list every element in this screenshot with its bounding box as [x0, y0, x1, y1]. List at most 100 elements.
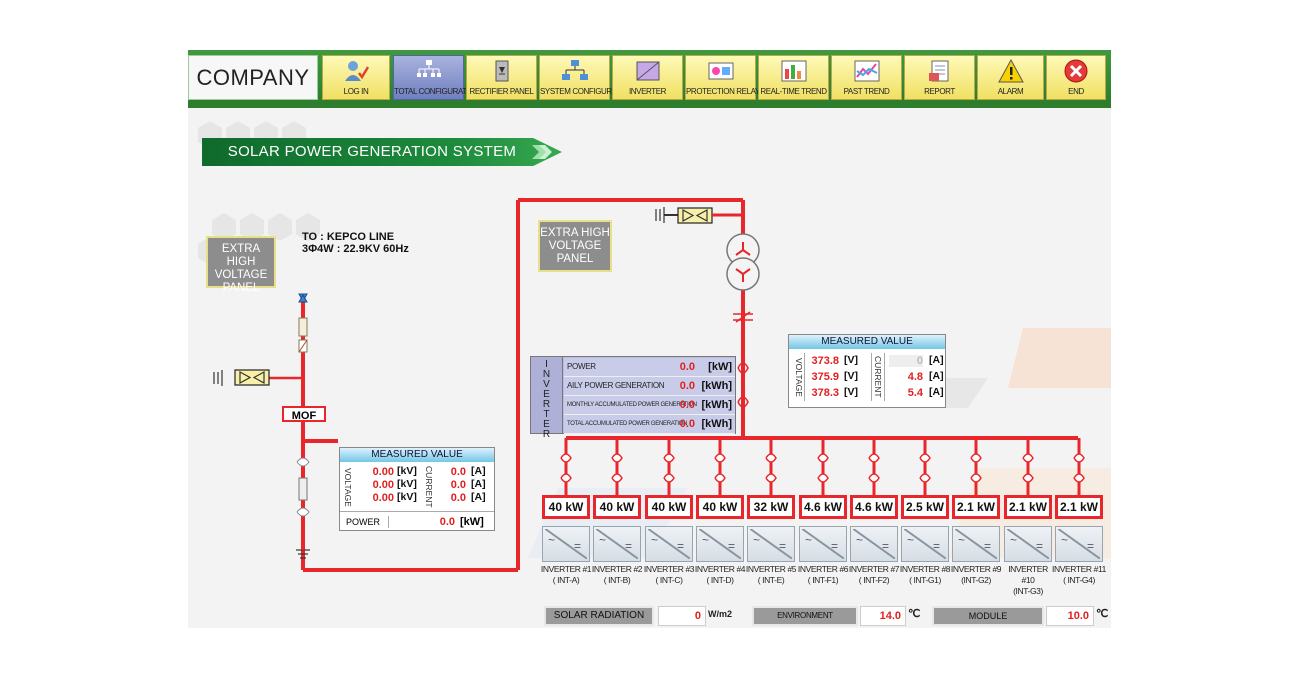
breaker-symbol [1073, 453, 1085, 463]
voltage-unit: [kV] [397, 465, 417, 477]
page-title-banner: SOLAR POWER GENERATION SYSTEM [202, 138, 562, 166]
voltage-unit: [V] [844, 370, 858, 382]
nav-button-rectifier-panel[interactable]: RECTIFIER PANEL [466, 55, 537, 100]
inverter-unit-icon[interactable] [850, 526, 898, 562]
inverter-label: INVERTER #5( INT-E) [744, 564, 798, 586]
breaker-symbol [919, 453, 931, 463]
current-unit: [A] [471, 465, 486, 477]
inverter-label: INVERTER #4( INT-D) [693, 564, 747, 586]
inverter-label: INVERTER #11( INT-G4) [1052, 564, 1106, 586]
inverter-unit-icon[interactable] [747, 526, 795, 562]
inverter-id: ( INT-G1) [909, 575, 941, 585]
inverter-unit-icon[interactable] [901, 526, 949, 562]
inverter-name: INVERTER #9 [950, 564, 1002, 574]
inverter-unit-icon[interactable] [542, 526, 590, 562]
module-temperature-label: MODULE TEMPERATURE [932, 606, 1044, 628]
single-line-diagram [213, 198, 1085, 572]
nav-button-past-trend[interactable]: PAST TREND [831, 55, 902, 100]
breaker-symbol [611, 453, 623, 463]
inverter-unit-icon[interactable] [593, 526, 641, 562]
environment-temperature-unit: ℃ [908, 608, 921, 620]
breaker-symbol [868, 473, 880, 483]
inverter-name: INVERTER #2 [591, 564, 643, 574]
inverter-label: INVERTER #2( INT-B) [590, 564, 644, 586]
breaker-symbol [714, 473, 726, 483]
extra-high-voltage-panel-left[interactable]: EXTRA HIGH VOLTAGE PANEL [206, 236, 276, 294]
summary-unit: [kW] [708, 361, 732, 373]
current-value-1: 0.0 [450, 466, 466, 478]
summary-label: TOTAL ACCUMULATED POWER GENERATION [567, 421, 688, 427]
nav-button-alarm[interactable]: ALARM [977, 55, 1044, 100]
inverter-name: INVERTER #7 [848, 564, 900, 574]
summary-label: AILY POWER GENERATION [567, 381, 665, 390]
inverter-unit-icon[interactable] [952, 526, 1000, 562]
breaker-symbol [765, 453, 777, 463]
company-logo: COMPANY [188, 55, 318, 100]
nav-button-log-in[interactable]: LOG IN [322, 55, 390, 100]
panel-label-line: PANEL [556, 253, 594, 265]
summary-unit: [kWh] [701, 399, 732, 411]
voltage-value-2: 0.00 [372, 479, 394, 491]
nav-button-label: REPORT [924, 87, 955, 96]
network-tree-icon [416, 59, 442, 83]
nav-button-label: PAST TREND [843, 87, 890, 96]
nav-button-total-configuration[interactable]: TOTAL CONFIGURATION [393, 55, 480, 100]
inverter-unit-icon[interactable] [1055, 526, 1103, 562]
breaker-symbol [765, 473, 777, 483]
breaker-symbol [1022, 473, 1034, 483]
nav-button-protection-relay[interactable]: PROTECTION RELAY [685, 55, 760, 100]
inverter-unit-icon[interactable] [696, 526, 744, 562]
extra-high-voltage-panel-right[interactable]: EXTRA HIGH VOLTAGE PANEL [538, 220, 612, 272]
inverter-label: INVERTER #6( INT-F1) [796, 564, 850, 586]
power-unit: [kW] [460, 516, 484, 528]
kepco-line-destination: TO : KEPCO LINE [302, 231, 395, 243]
inverter-name: INVERTER #3 [643, 564, 695, 574]
nav-button-inverter[interactable]: INVERTER [612, 55, 683, 100]
inverter-unit-icon[interactable] [799, 526, 847, 562]
voltage-value-3: 0.00 [372, 492, 394, 504]
voltage-label: VOLTAGE [343, 467, 353, 507]
breaker-symbol [611, 473, 623, 483]
breaker-symbol [560, 453, 572, 463]
voltage-value-1: 0.00 [372, 466, 394, 478]
inverter-id: ( INT-B) [603, 575, 631, 585]
current-unit: [A] [929, 386, 944, 398]
nav-button-report[interactable]: REPORT [904, 55, 975, 100]
nav-button-system-configuration[interactable]: SYSTEM CONFIGURATION [539, 55, 634, 100]
summary-value: 0.0 [679, 399, 695, 411]
inverter-unit-icon[interactable] [645, 526, 693, 562]
panel-label-line: EXTRA HIGH [221, 243, 261, 268]
measured-value-header: MEASURED VALUE [789, 335, 945, 349]
inverter-name: INVERTER #10 [1008, 564, 1048, 585]
relay-icon [708, 59, 734, 83]
breaker-symbol [817, 473, 829, 483]
inverter-diagonal [853, 529, 895, 559]
nav-button-end[interactable]: END [1046, 55, 1106, 100]
voltage-unit: [V] [844, 386, 858, 398]
inverter-power-readout: 4.6 kW [799, 495, 847, 519]
inverter-diagonal [802, 529, 844, 559]
inverter-power-readout: 2.1 kW [952, 495, 1000, 519]
inverter-label: INVERTER #10(INT-G3) [1001, 564, 1055, 597]
nav-button-real-time-trend[interactable]: REAL-TIME TREND [758, 55, 829, 100]
inverter-id: (INT-G2) [961, 575, 991, 585]
inverter-label: INVERTER #9(INT-G2) [949, 564, 1003, 586]
breaker-symbol [663, 453, 675, 463]
summary-unit: [kWh] [701, 418, 732, 430]
nav-button-label: INVERTER [628, 87, 667, 96]
inverter-diagonal [648, 529, 690, 559]
nav-button-label: END [1068, 87, 1084, 96]
voltage-value-3: 378.3 [811, 387, 839, 399]
summary-value: 0.0 [679, 380, 695, 392]
environment-temperature-value: 14.0 [860, 606, 906, 626]
breaker-symbol [1022, 453, 1034, 463]
inverter-power-readout: 2.5 kW [901, 495, 949, 519]
breaker-symbol [663, 473, 675, 483]
solar-radiation-label: SOLAR RADIATION [544, 606, 654, 626]
inverter-unit-icon[interactable] [1004, 526, 1052, 562]
inverter-diagonal [1007, 529, 1049, 559]
